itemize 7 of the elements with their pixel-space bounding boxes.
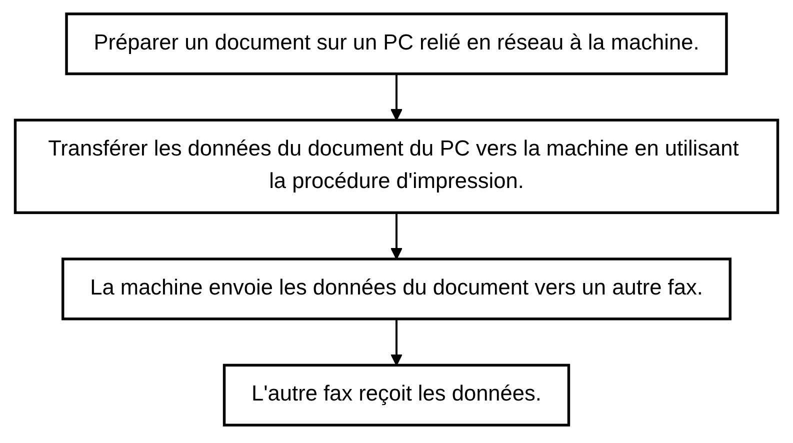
node-box: Préparer un document sur un PC relié en réseau à la machine.: [65, 12, 728, 75]
arrow: [390, 318, 402, 366]
node-box: La machine envoie les données du document vers un autre fax.: [62, 257, 732, 320]
node-box: L'autre fax reçoit les données.: [222, 363, 570, 426]
node-box: Transférer les données du document du PC vers la machine en utilisant la procédure d'impression.: [14, 118, 780, 214]
arrow: [390, 212, 402, 260]
arrow: [390, 73, 402, 120]
